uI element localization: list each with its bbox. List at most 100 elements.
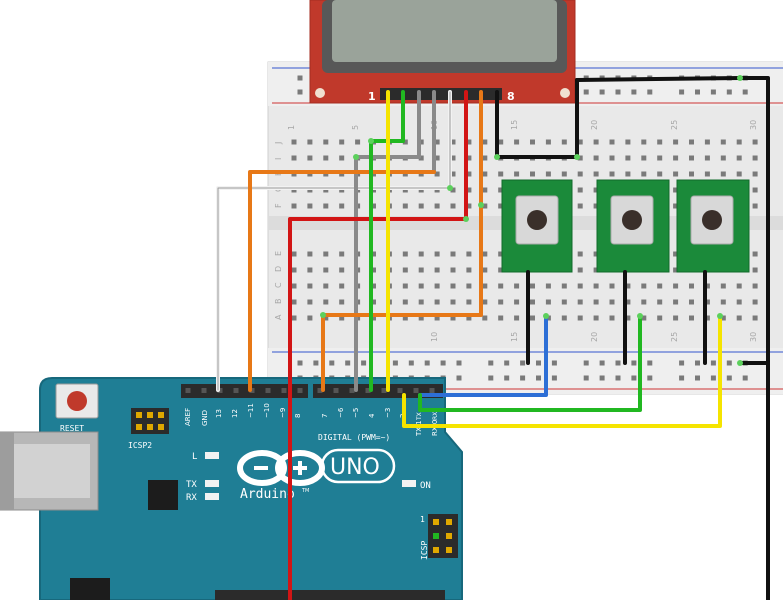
breadboard-hole — [466, 299, 472, 305]
rail-hole — [742, 375, 748, 381]
rail-hole — [536, 360, 541, 366]
bottom-header — [215, 590, 445, 600]
breadboard-hole — [657, 155, 663, 161]
breadboard-hole — [498, 299, 504, 305]
header-pin — [281, 388, 287, 393]
rail-hole — [631, 375, 637, 381]
breadboard-hole — [720, 299, 726, 305]
breadboard-hole — [673, 299, 679, 305]
breadboard-hole — [482, 283, 488, 289]
header-pin — [201, 388, 207, 393]
col-number-bottom-30: 30 — [749, 332, 758, 342]
rail-hole — [679, 375, 685, 381]
breadboard-hole — [704, 299, 710, 305]
breadboard-hole — [625, 299, 631, 305]
breadboard-hole — [736, 315, 742, 321]
breadboard-hole — [673, 267, 679, 273]
breadboard-hole — [736, 155, 742, 161]
rail-hole — [297, 89, 303, 95]
breadboard-hole — [434, 283, 440, 289]
breadboard-hole — [434, 203, 440, 209]
rail-hole — [313, 360, 319, 366]
breadboard-hole — [530, 315, 535, 321]
breadboard-hole — [307, 139, 313, 145]
voltage-regulator-chip — [148, 480, 178, 510]
breadboard-hole — [673, 315, 679, 321]
push-button-1[interactable] — [501, 179, 573, 273]
breadboard-hole — [307, 203, 313, 209]
row-letter-j: J — [274, 142, 283, 145]
breadboard-hole — [625, 283, 631, 289]
breadboard-hole — [593, 171, 599, 177]
breadboard-hole — [514, 299, 520, 305]
header-pins — [185, 388, 435, 393]
col-number-bottom-15: 15 — [510, 332, 519, 342]
breadboard-hole — [307, 299, 313, 305]
rail-hole — [504, 360, 510, 366]
breadboard-hole — [434, 299, 440, 305]
breadboard-hole — [339, 251, 345, 257]
col-number-5: 5 — [351, 125, 360, 130]
rx-side-label: RX — [432, 412, 439, 420]
breadboard-hole — [339, 315, 345, 321]
led-tx: TX — [186, 480, 219, 490]
push-button-2[interactable] — [596, 179, 670, 273]
breadboard-hole — [339, 283, 345, 289]
breadboard-hole — [577, 315, 583, 321]
rail-hole — [695, 375, 700, 381]
rail-hole — [599, 360, 605, 366]
breadboard-hole — [482, 315, 488, 321]
breadboard-hole — [704, 155, 710, 161]
breadboard-hole — [339, 299, 345, 305]
led-l-label: L — [192, 452, 197, 462]
breadboard-hole — [291, 283, 297, 289]
col-number-30: 30 — [749, 120, 758, 130]
rail-hole — [615, 375, 621, 381]
header-pin — [217, 388, 223, 393]
reset-button[interactable] — [55, 383, 99, 419]
breadboard-hole — [577, 299, 583, 305]
digital-header-left — [181, 384, 308, 398]
breadboard-hole — [673, 203, 679, 209]
rail-hole — [742, 89, 748, 95]
breadboard-hole — [720, 171, 726, 177]
breadboard-hole — [609, 283, 615, 289]
breadboard-hole — [673, 139, 679, 145]
breadboard-hole — [577, 171, 583, 177]
rail-hole — [647, 360, 653, 366]
breadboard-hole — [355, 139, 361, 145]
breadboard-hole — [577, 283, 583, 289]
breadboard-hole — [720, 283, 726, 289]
breadboard-hole — [371, 283, 376, 289]
breadboard-hole — [689, 283, 694, 289]
breadboard-hole — [577, 187, 583, 193]
breadboard-hole — [752, 299, 758, 305]
rail-hole — [551, 375, 557, 381]
breadboard-hole — [482, 203, 488, 209]
breadboard-hole — [752, 171, 758, 177]
breadboard-hole — [418, 139, 424, 145]
breadboard-hole — [593, 187, 599, 193]
led-l: L — [192, 452, 219, 462]
rail-hole — [726, 360, 732, 366]
rail-hole — [488, 360, 494, 366]
breadboard-hole — [339, 139, 345, 145]
col-number-25: 25 — [670, 120, 679, 130]
breadboard-hole — [752, 139, 758, 145]
breadboard-hole — [609, 171, 615, 177]
push-button-3[interactable] — [676, 179, 750, 273]
breadboard-hole — [593, 155, 599, 161]
breadboard-hole — [657, 283, 663, 289]
breadboard-hole — [657, 139, 663, 145]
breadboard-hole — [514, 139, 520, 145]
trademark-label: TM — [301, 488, 309, 494]
breadboard-hole — [498, 251, 504, 257]
breadboard-hole — [371, 203, 376, 209]
breadboard-hole — [609, 299, 615, 305]
header-pin — [413, 388, 419, 393]
breadboard-hole — [291, 267, 297, 273]
breadboard-hole — [482, 139, 488, 145]
breadboard-hole — [752, 251, 758, 257]
breadboard-hole — [291, 299, 297, 305]
